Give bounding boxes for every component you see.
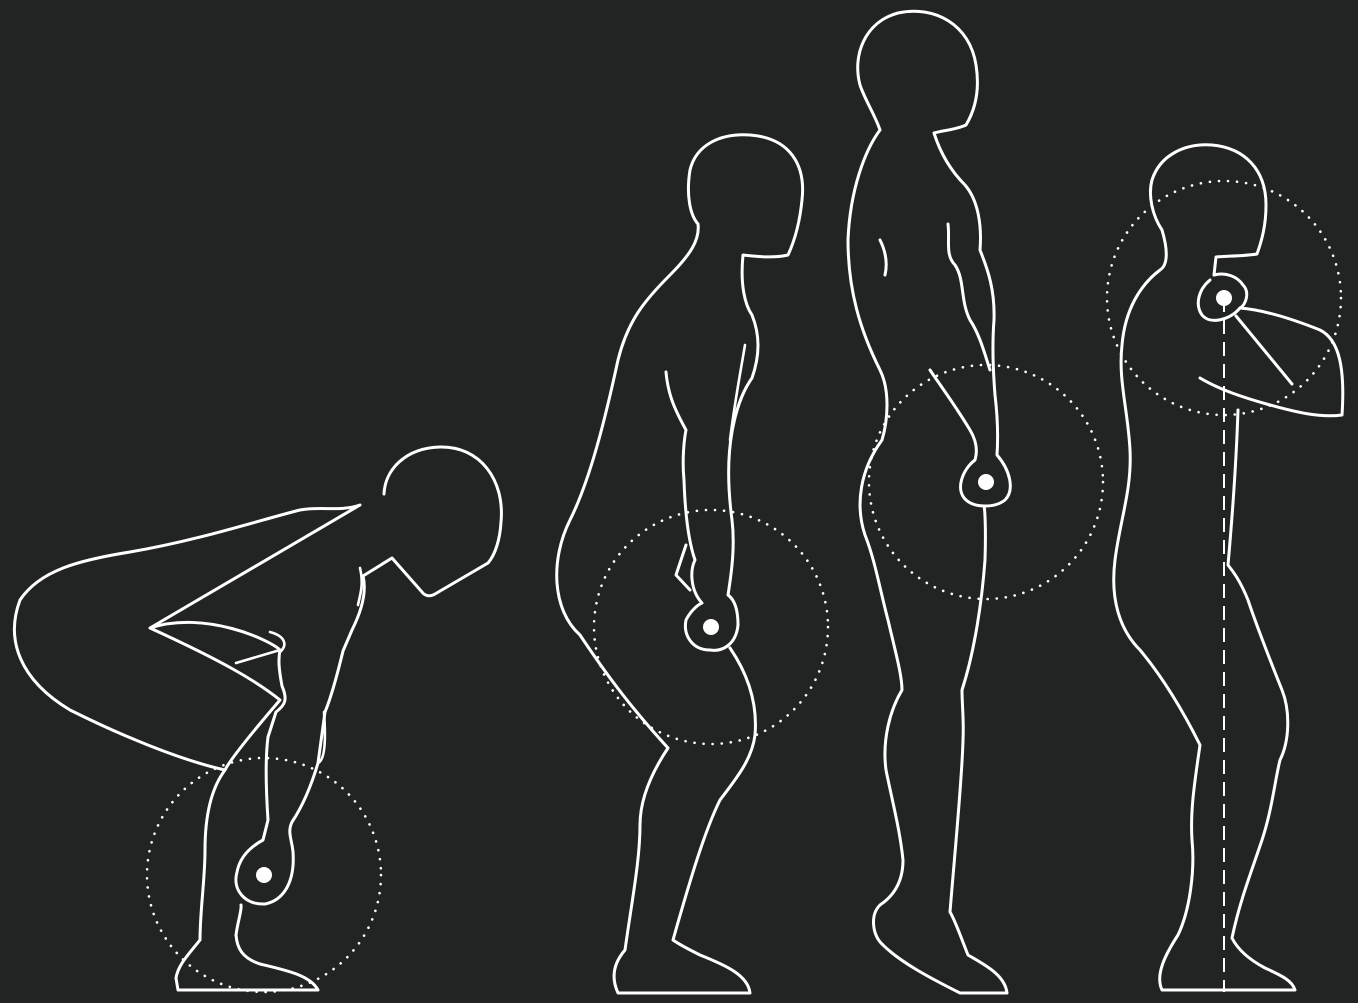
bar-marker-rack [1216,290,1232,306]
bar-marker-pull [703,619,719,635]
figure-pull [557,135,828,993]
bar-marker-extension [978,474,994,490]
figure-rack [1107,145,1343,992]
body-outline-extension [848,11,1010,993]
figure-extension [848,11,1103,993]
body-outline-rack [1114,145,1343,990]
bar-marker-setup [256,867,272,883]
back-leg-setup [176,770,318,990]
arm-detail-setup [236,568,362,763]
body-outline-setup [14,447,501,904]
figure-setup [14,447,501,992]
body-outline-pull [557,135,803,993]
